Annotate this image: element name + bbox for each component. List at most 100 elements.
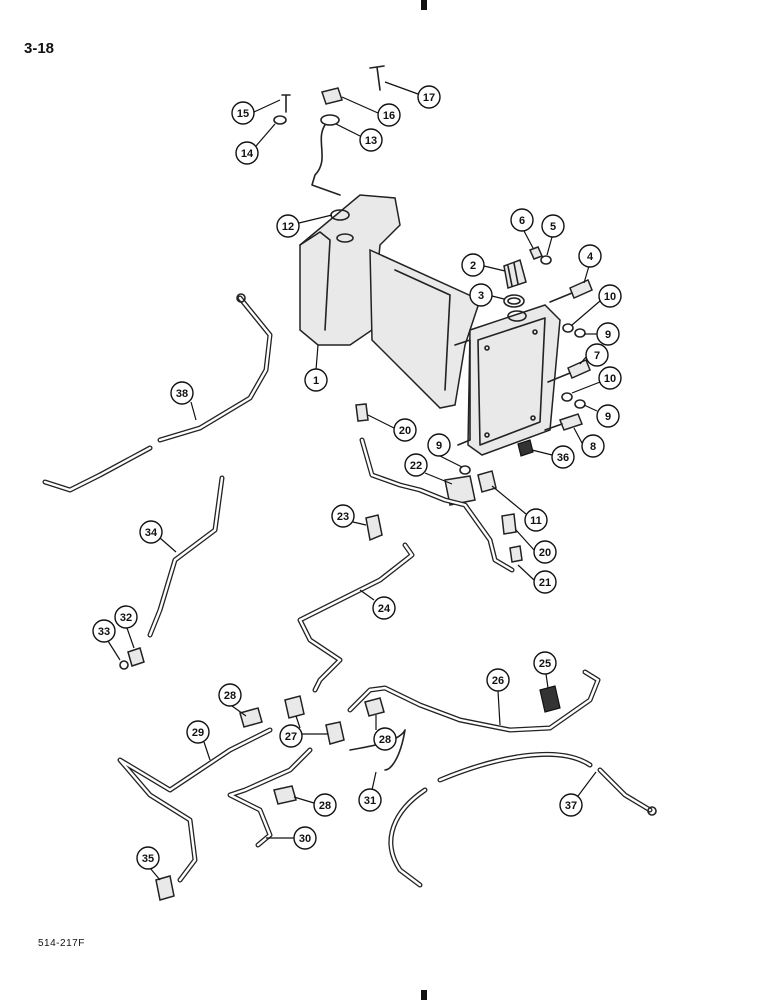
registration-mark-bottom: [421, 990, 427, 1000]
callout-1: 1: [304, 368, 328, 392]
svg-text:20: 20: [539, 547, 551, 559]
callout-37: 37: [559, 793, 583, 817]
svg-text:20: 20: [399, 425, 411, 437]
callout-8: 8: [581, 434, 605, 458]
svg-text:14: 14: [241, 148, 254, 160]
svg-text:9: 9: [605, 329, 611, 341]
svg-text:33: 33: [98, 626, 110, 638]
callout-6: 6: [510, 208, 534, 232]
figure-code: 514-217F: [38, 938, 85, 949]
tube-26: [347, 669, 601, 733]
callout-32: 32: [114, 605, 138, 629]
callout-27: 27: [279, 724, 303, 748]
callout-25: 25: [533, 651, 557, 675]
svg-text:21: 21: [539, 577, 551, 589]
callout-14: 14: [235, 141, 259, 165]
svg-text:30: 30: [299, 833, 311, 845]
callout-31: 31: [358, 788, 382, 812]
svg-text:31: 31: [364, 795, 376, 807]
callout-15: 15: [231, 101, 255, 125]
callout-22: 22: [404, 453, 428, 477]
callout-5: 5: [541, 214, 565, 238]
tube-21: [359, 437, 515, 573]
callout-4: 4: [578, 244, 602, 268]
callout-21: 21: [533, 570, 557, 594]
callout-9-center: 9: [427, 433, 451, 457]
svg-text:36: 36: [557, 452, 569, 464]
svg-text:13: 13: [365, 135, 377, 147]
tube-30: [227, 747, 313, 848]
fittings-center: [355, 403, 523, 563]
callout-33: 33: [92, 619, 116, 643]
tube-29: [117, 727, 273, 883]
svg-text:22: 22: [410, 460, 422, 472]
page-number: 3-18: [24, 40, 55, 57]
callout-26: 26: [486, 668, 510, 692]
callout-11: 11: [524, 508, 548, 532]
breather-assembly: [273, 65, 385, 221]
svg-text:28: 28: [224, 690, 236, 702]
svg-text:2: 2: [470, 260, 476, 272]
svg-text:24: 24: [378, 603, 391, 615]
svg-text:11: 11: [530, 515, 542, 527]
callout-28-right: 28: [373, 727, 397, 751]
callout-28-left: 28: [218, 683, 242, 707]
svg-text:9: 9: [436, 440, 442, 452]
svg-text:4: 4: [587, 251, 594, 263]
callout-28-bottom: 28: [313, 793, 337, 817]
callout-9-lower: 9: [596, 404, 620, 428]
callout-23: 23: [331, 504, 355, 528]
svg-text:5: 5: [550, 221, 556, 233]
fittings-left: [119, 514, 383, 670]
svg-text:35: 35: [142, 853, 154, 865]
svg-text:37: 37: [565, 800, 577, 812]
svg-text:17: 17: [423, 92, 435, 104]
callout-10-upper: 10: [598, 284, 622, 308]
svg-text:8: 8: [590, 441, 596, 453]
callout-16: 16: [377, 103, 401, 127]
callout-29: 29: [186, 720, 210, 744]
svg-text:12: 12: [282, 221, 294, 233]
callout-9-upper: 9: [596, 322, 620, 346]
svg-text:28: 28: [319, 800, 331, 812]
hose-38: [42, 293, 273, 493]
callout-20-upper: 20: [393, 418, 417, 442]
svg-text:15: 15: [237, 108, 249, 120]
callout-13: 13: [359, 128, 383, 152]
svg-text:3: 3: [478, 290, 484, 302]
cap-seal: [503, 294, 525, 308]
tube-34: [147, 475, 225, 638]
callout-7: 7: [585, 343, 609, 367]
filler-cap: [503, 259, 527, 289]
hose-31: [349, 729, 406, 771]
callout-30: 30: [293, 826, 317, 850]
svg-text:38: 38: [176, 388, 188, 400]
callout-10-lower: 10: [598, 366, 622, 390]
callouts: 1 2 3 4 5 6 7 8 9 9 9 10 10 11 12 13 14: [92, 81, 622, 881]
tube-24: [297, 542, 415, 693]
callout-34: 34: [139, 520, 163, 544]
registration-mark-top: [421, 0, 427, 10]
hose-37: [388, 751, 657, 888]
svg-text:34: 34: [145, 527, 158, 539]
svg-text:27: 27: [285, 731, 297, 743]
svg-text:23: 23: [337, 511, 349, 523]
fittings-27-28: [155, 695, 385, 901]
svg-text:32: 32: [120, 612, 132, 624]
svg-text:10: 10: [604, 373, 616, 385]
callout-3: 3: [469, 283, 493, 307]
reservoir-body: [299, 194, 561, 456]
callout-38: 38: [170, 381, 194, 405]
svg-text:10: 10: [604, 291, 616, 303]
svg-text:6: 6: [519, 215, 525, 227]
svg-text:26: 26: [492, 675, 504, 687]
callout-12: 12: [276, 214, 300, 238]
svg-text:9: 9: [605, 411, 611, 423]
svg-text:28: 28: [379, 734, 391, 746]
svg-text:16: 16: [383, 110, 395, 122]
callout-17: 17: [417, 85, 441, 109]
callout-2: 2: [461, 253, 485, 277]
callout-36: 36: [551, 445, 575, 469]
svg-text:25: 25: [539, 658, 551, 670]
